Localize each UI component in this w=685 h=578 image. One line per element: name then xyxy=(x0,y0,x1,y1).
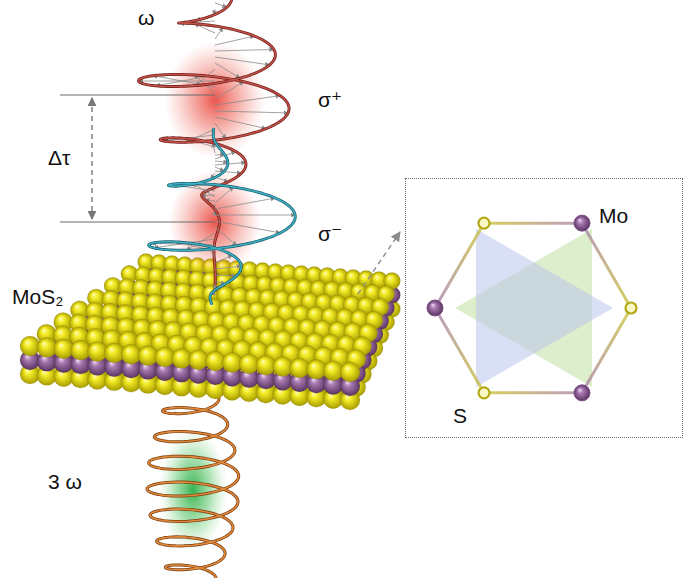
field-vector xyxy=(215,36,254,45)
field-vector xyxy=(215,266,241,269)
field-vector xyxy=(215,161,228,162)
bond xyxy=(582,308,631,393)
reference-line xyxy=(60,94,215,95)
orange-helix-outline xyxy=(147,372,239,578)
molybdenum-atom xyxy=(574,385,590,401)
field-vector xyxy=(215,49,274,51)
text-label: Δτ xyxy=(48,146,70,169)
text-label: MoS₂ xyxy=(12,285,63,308)
bond xyxy=(484,222,582,225)
blue-helix xyxy=(149,128,296,305)
bond xyxy=(582,223,631,308)
delay-marker xyxy=(60,95,215,222)
delay-arrow xyxy=(91,98,92,219)
atom-label: S xyxy=(453,404,467,427)
bond xyxy=(484,391,582,394)
field-vector xyxy=(215,198,275,209)
field-vector xyxy=(215,187,233,203)
sulfur-atom xyxy=(479,218,490,229)
field-vector xyxy=(215,117,266,129)
field-vector xyxy=(215,163,246,165)
field-vector xyxy=(215,123,226,139)
orange-helix xyxy=(147,372,239,578)
field-vector xyxy=(215,255,232,263)
sulfur-atom xyxy=(340,362,360,382)
text-label: σ⁺ xyxy=(318,88,342,111)
atom-label: Mo xyxy=(599,204,628,227)
field-vector xyxy=(215,171,242,173)
field-vector xyxy=(215,221,280,233)
text-label: 3 ω xyxy=(48,470,82,493)
field-vector xyxy=(139,81,215,82)
third-harmonic-beam xyxy=(147,372,239,578)
lattice-inset xyxy=(427,215,637,401)
sulfur-atom xyxy=(479,387,490,398)
sulfur-atom xyxy=(626,303,637,314)
inset-box: MoS xyxy=(405,178,683,438)
field-vector xyxy=(215,227,237,246)
mos2-slab xyxy=(20,254,400,410)
molybdenum-atom xyxy=(427,300,443,316)
field-vector xyxy=(215,57,270,65)
inset-pointer xyxy=(358,232,400,294)
blue-triangle xyxy=(476,229,613,387)
field-vector xyxy=(215,3,227,7)
incident-pulses xyxy=(139,0,296,305)
bond xyxy=(435,308,484,393)
field-vector xyxy=(215,96,280,105)
bond xyxy=(435,223,484,308)
text-label: ω xyxy=(138,6,154,29)
field-vector xyxy=(215,275,236,276)
reference-line xyxy=(60,221,215,222)
text-label: σ⁻ xyxy=(318,222,342,245)
field-vector xyxy=(215,27,223,39)
blue-helix-outline xyxy=(149,128,296,305)
molybdenum-atom xyxy=(574,215,590,231)
field-vector xyxy=(215,82,244,99)
field-vector xyxy=(215,215,295,216)
field-vector xyxy=(215,111,288,113)
